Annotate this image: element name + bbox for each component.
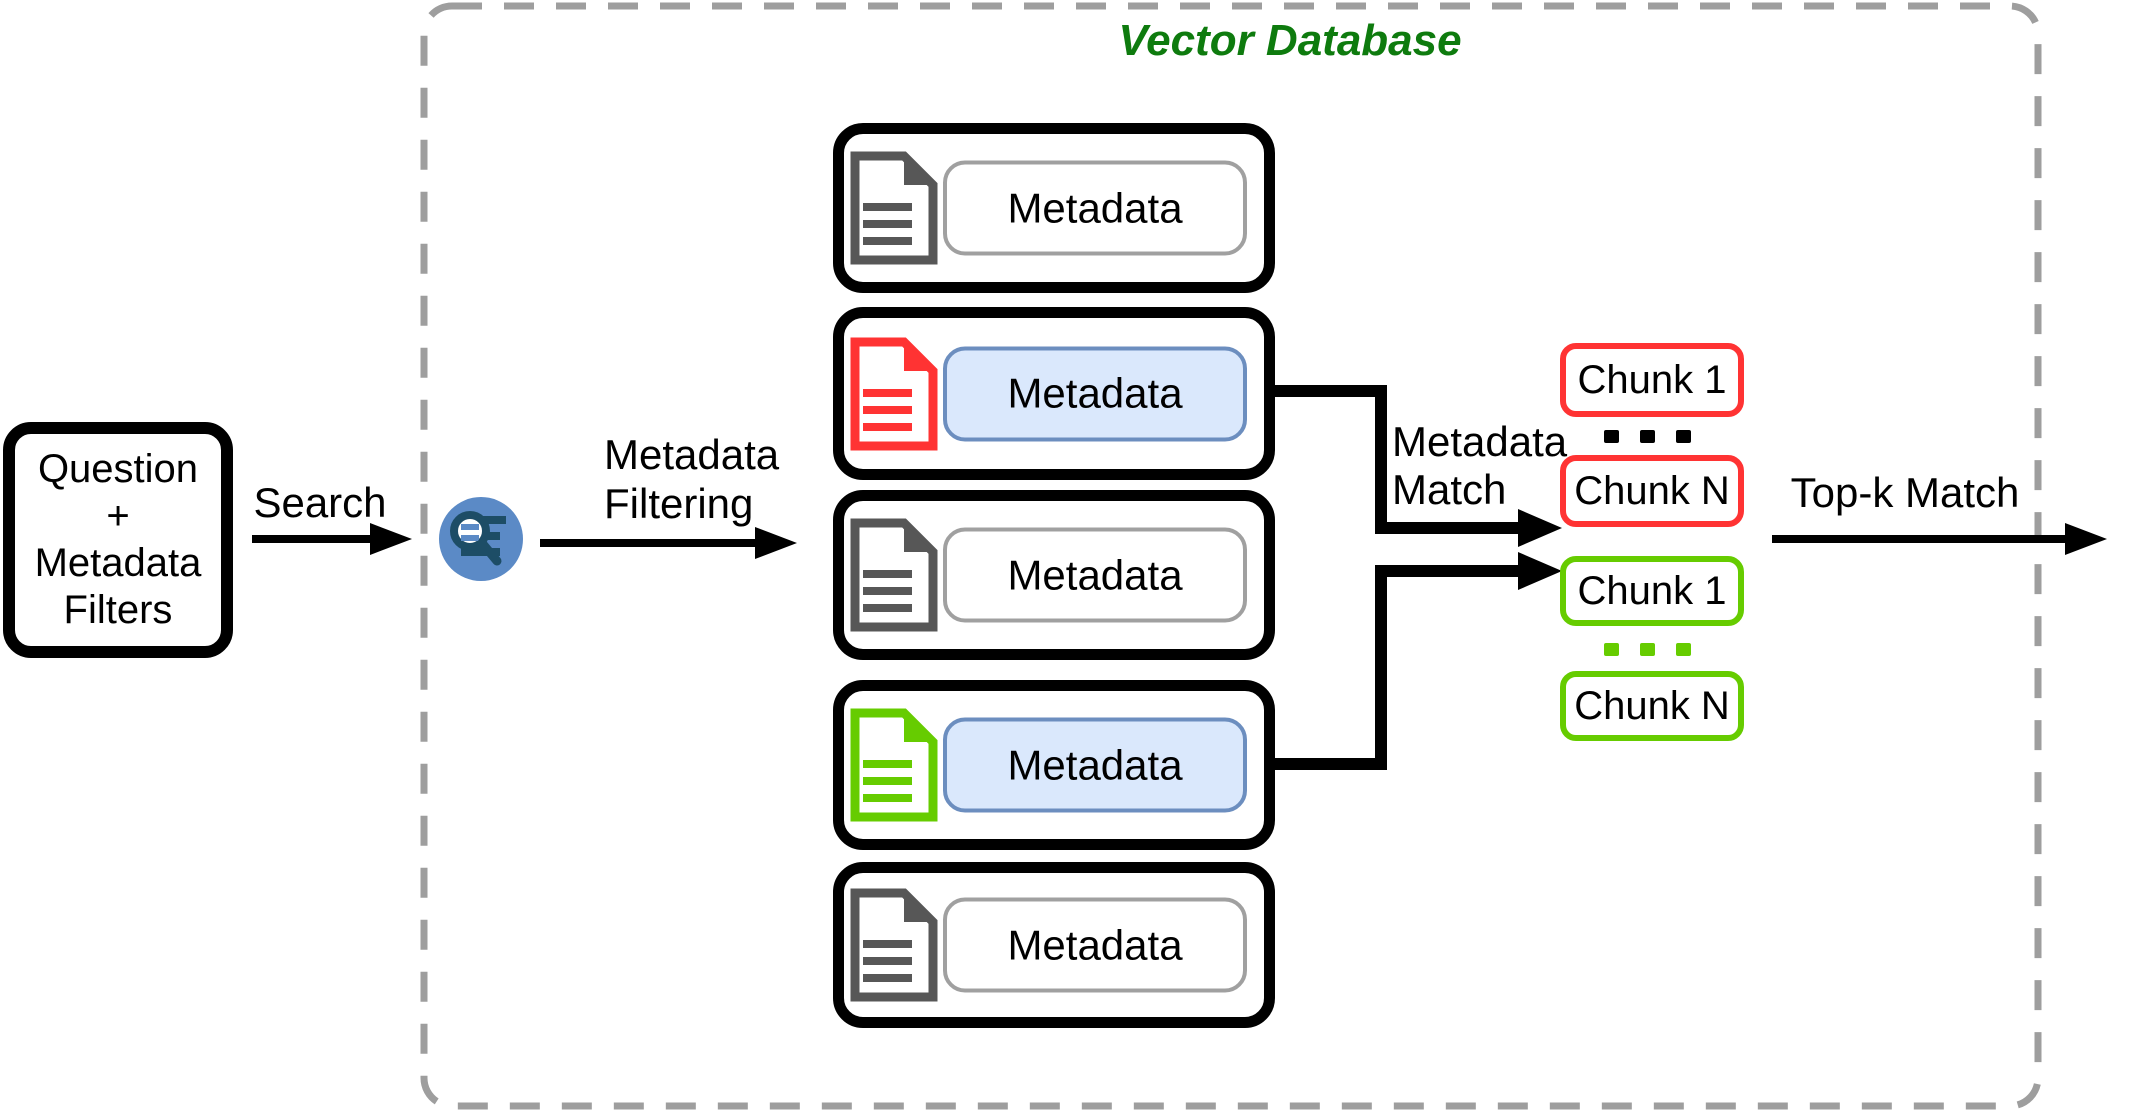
green-match-connector: [1270, 552, 1562, 770]
filter-search-icon: [450, 511, 506, 566]
vector-database-title: Vector Database: [1118, 16, 1462, 65]
document-icon-green: [850, 708, 938, 822]
document-row-3: Metadata: [833, 490, 1275, 660]
filter-search-node: [439, 497, 523, 581]
metadata-pill-label: Metadata: [1007, 369, 1183, 417]
chunk-label: Chunk 1: [1577, 357, 1727, 402]
metadata-pill: Metadata: [943, 527, 1247, 623]
metadata-pill-label: Metadata: [1007, 551, 1183, 598]
ellipsis-red: [1604, 430, 1691, 443]
search-arrow: [252, 523, 412, 555]
topk-match-label: Top-k Match: [1790, 469, 2020, 516]
metadata-pill: Metadata: [943, 897, 1247, 993]
chunk-box-green-1: Chunk 1: [1560, 556, 1744, 626]
metadata-pill-label: Metadata: [1007, 741, 1183, 788]
search-label: Search: [253, 479, 387, 526]
document-row-2: Metadata: [833, 307, 1275, 480]
document-row-5: Metadata: [833, 862, 1275, 1028]
metadata-filtering-label: Metadata Filtering: [604, 431, 780, 527]
red-match-connector: [1270, 385, 1562, 547]
chunk-box-green-n: Chunk N: [1560, 671, 1744, 741]
document-icon-gray: [850, 518, 938, 632]
metadata-pill-highlighted: Metadata: [943, 717, 1247, 813]
question-metadata-filters-box: Question + Metadata Filters: [3, 422, 233, 658]
metadata-pill: Metadata: [943, 160, 1247, 256]
metadata-pill-label: Metadata: [1007, 921, 1183, 968]
chunk-box-red-1: Chunk 1: [1560, 343, 1744, 417]
document-icon-gray: [850, 151, 938, 265]
chunk-box-red-n: Chunk N: [1560, 455, 1744, 527]
metadata-filtering-arrow: [540, 527, 797, 559]
vector-database-dashed-border: [420, 2, 2042, 1110]
document-row-1: Metadata: [833, 123, 1275, 293]
ellipsis-green: [1604, 643, 1691, 656]
chunk-label: Chunk N: [1574, 468, 1730, 513]
document-icon-gray: [850, 888, 938, 1002]
chunk-label: Chunk 1: [1577, 568, 1727, 613]
metadata-match-label: Metadata Match: [1392, 418, 1568, 513]
document-icon-red: [850, 337, 938, 450]
question-metadata-filters-text: Question + Metadata Filters: [34, 447, 202, 632]
topk-match-arrow: [1772, 523, 2107, 555]
chunk-label: Chunk N: [1574, 683, 1730, 728]
metadata-pill-label: Metadata: [1007, 184, 1183, 231]
metadata-pill-highlighted: Metadata: [943, 346, 1247, 441]
document-row-4: Metadata: [833, 680, 1275, 850]
